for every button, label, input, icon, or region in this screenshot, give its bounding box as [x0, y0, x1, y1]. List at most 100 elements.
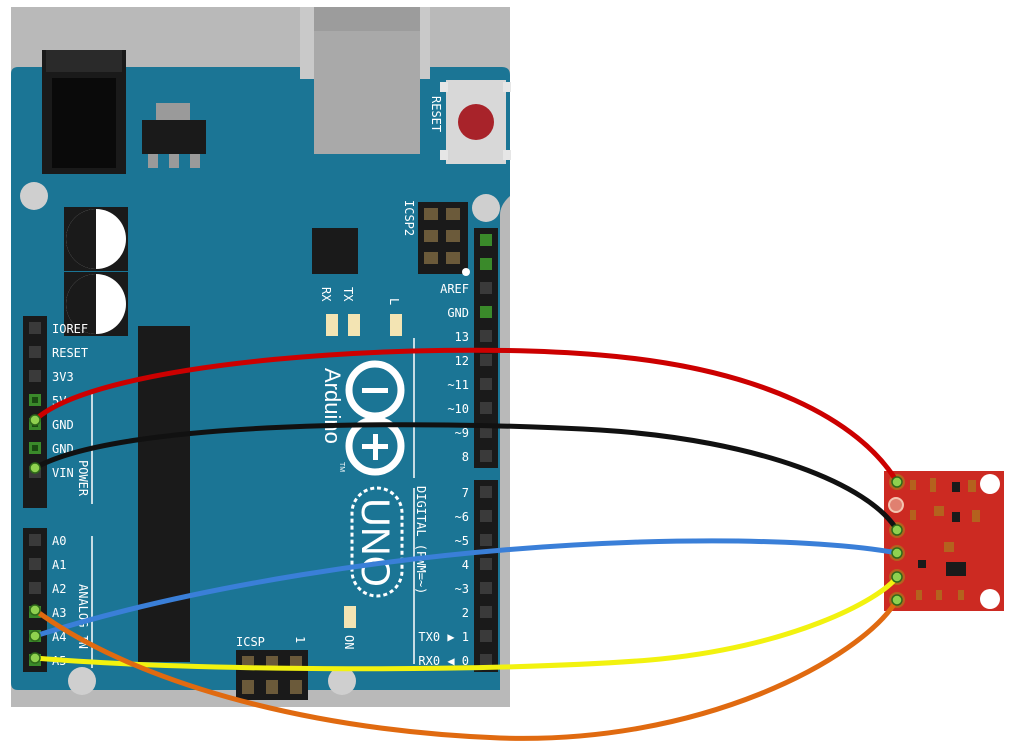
- regulator-leg: [169, 154, 179, 168]
- header-pin-socket: [32, 445, 38, 451]
- tx-label: TX: [341, 287, 355, 302]
- icsp-label: ICSP: [236, 635, 265, 649]
- header-pin: [480, 654, 492, 666]
- header-pin: [480, 282, 492, 294]
- icsp-pin1-label: 1: [293, 636, 307, 643]
- pin-label: 13: [455, 330, 469, 344]
- pin-label: ~3: [455, 582, 469, 596]
- pin-label: AREF: [440, 282, 469, 296]
- pin-label: 8: [462, 450, 469, 464]
- pin-label: IOREF: [52, 322, 88, 336]
- reset-button[interactable]: [440, 80, 511, 164]
- pin-label: GND: [447, 306, 469, 320]
- l-label: L: [387, 298, 401, 305]
- header-pin: [480, 234, 492, 246]
- pin-label: A3: [52, 606, 66, 620]
- wires: [32, 347, 900, 741]
- header-pin: [480, 354, 492, 366]
- header-pin: [480, 486, 492, 498]
- module-via: [888, 497, 904, 513]
- module-mounting-hole: [980, 589, 1000, 609]
- digital-header-title: DIGITAL (PWM=~): [414, 486, 428, 594]
- icsp2-label: ICSP2: [402, 200, 416, 236]
- capacitor: [64, 207, 128, 271]
- header-pin: [480, 258, 492, 270]
- pin-label: 2: [462, 606, 469, 620]
- pin-label: A0: [52, 534, 66, 548]
- pin-label: ~11: [447, 378, 469, 392]
- pin-label: TX0 ▶ 1: [418, 630, 469, 644]
- module-mounting-hole: [980, 474, 1000, 494]
- pin-label: 4: [462, 558, 469, 572]
- wire-orange-a3: [32, 597, 900, 741]
- header-pin: [480, 510, 492, 522]
- pin-label: A4: [52, 630, 66, 644]
- reset-label: RESET: [429, 96, 443, 132]
- regulator-leg: [190, 154, 200, 168]
- header-pin: [480, 534, 492, 546]
- header-pin: [480, 378, 492, 390]
- pin-label: A1: [52, 558, 66, 572]
- pin-label: ~10: [447, 402, 469, 416]
- header-pin: [29, 346, 41, 358]
- pin-label: ~5: [455, 534, 469, 548]
- pin-label: A2: [52, 582, 66, 596]
- analog-header: [23, 528, 47, 672]
- wire-end-connector: [891, 547, 903, 559]
- power-jack-top: [46, 50, 122, 72]
- mounting-hole: [20, 182, 48, 210]
- header-pin: [480, 582, 492, 594]
- pin-label: 12: [455, 354, 469, 368]
- uno-badge: [350, 486, 404, 598]
- arduino-uno-board: RESET ICSP2 RX TX L: [11, 7, 511, 707]
- rx-label: RX: [319, 287, 333, 302]
- header-pin: [29, 322, 41, 334]
- wire-yellow-a5: [32, 574, 900, 672]
- mounting-hole: [328, 667, 356, 695]
- usb-connector-top: [314, 7, 420, 31]
- digital-header-bottom: [474, 480, 498, 672]
- regulator-tab: [156, 103, 190, 123]
- regulator-leg: [148, 154, 158, 168]
- pin-label: 3V3: [52, 370, 74, 384]
- l-led: [390, 314, 402, 336]
- wire-ends: [29, 414, 903, 664]
- wire-end-connector: [891, 594, 903, 606]
- wire-end-connector: [891, 476, 903, 488]
- wire-end-connector: [29, 604, 41, 616]
- wire-end-connector: [29, 414, 41, 426]
- sensor-breakout-module: [884, 471, 1004, 611]
- wire-end-connector: [29, 652, 41, 664]
- wire-end-connector: [29, 462, 41, 474]
- analog-header-title: ANALOG IN: [76, 584, 90, 649]
- brand-tm: TM: [338, 462, 345, 472]
- header-pin: [480, 558, 492, 570]
- wire-blue-a4: [32, 538, 900, 639]
- wire-end-connector: [891, 571, 903, 583]
- header-pin: [480, 606, 492, 618]
- voltage-regulator: [142, 120, 206, 154]
- pin-label: GND: [52, 418, 74, 432]
- module-pads: [910, 478, 980, 600]
- header-pin: [480, 630, 492, 642]
- pin-label: ~6: [455, 510, 469, 524]
- header-pin: [29, 582, 41, 594]
- module-pcb: [884, 471, 1004, 611]
- header-pin: [480, 306, 492, 318]
- header-pin: [480, 450, 492, 462]
- mounting-hole: [68, 667, 96, 695]
- pin-label: ~9: [455, 426, 469, 440]
- wire-red-5v: [32, 347, 900, 485]
- capacitor: [64, 272, 128, 336]
- icsp2-header: [418, 202, 470, 276]
- on-label: ON: [342, 635, 356, 649]
- tx-led: [348, 314, 360, 336]
- pin-label: VIN: [52, 466, 74, 480]
- power-header-title: POWER: [76, 460, 90, 497]
- usb-connector: [314, 7, 420, 154]
- rx-led: [326, 314, 338, 336]
- pin-label: 7: [462, 486, 469, 500]
- header-pin: [480, 330, 492, 342]
- header-pin: [29, 370, 41, 382]
